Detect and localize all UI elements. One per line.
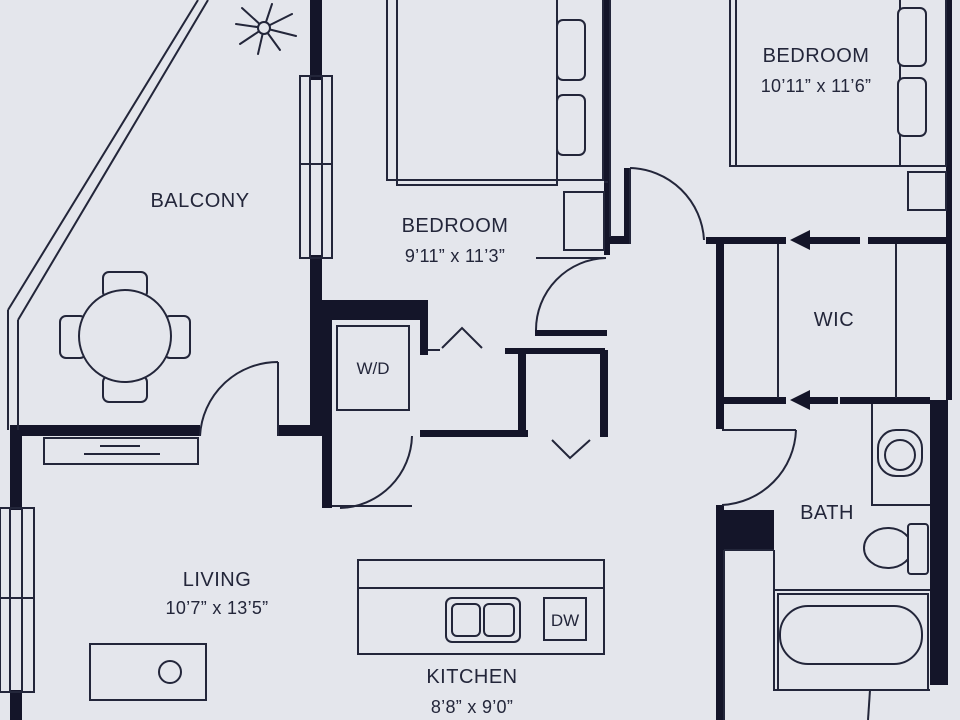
dining-table-icon [59, 271, 191, 403]
toilet-icon [863, 523, 929, 575]
washer-dryer-label: W/D [356, 359, 389, 378]
washer-dryer [336, 325, 410, 411]
wall-bedroom-west-lower [310, 255, 322, 430]
bedroom2-label: BEDROOM [763, 45, 870, 67]
wic-label: WIC [814, 309, 854, 331]
fireplace-icon [43, 437, 199, 465]
living-label: LIVING [183, 569, 252, 591]
side-table [89, 643, 207, 701]
kitchen-label: KITCHEN [426, 666, 517, 688]
wall-living-west [10, 425, 22, 510]
wall-hall-stub-1 [505, 348, 605, 354]
wall-closet-floor [420, 430, 528, 437]
sink-icon [445, 597, 521, 643]
window-living [0, 507, 35, 693]
wall-living-west-lower [10, 690, 22, 720]
window-bedroom [299, 75, 333, 259]
walls [10, 0, 952, 720]
door-balcony [199, 360, 279, 437]
balcony-label: BALCONY [150, 190, 249, 212]
wall-wic-bottom-right [840, 397, 930, 404]
bedroom2-size: 10’11” x 11’6” [761, 76, 872, 96]
living-size: 10’7” x 13’5” [166, 598, 269, 618]
wall-east-upper [946, 0, 952, 400]
door-bath [721, 429, 797, 506]
bedroom1-size: 9’11” x 11’3” [405, 246, 505, 266]
dishwasher [543, 597, 587, 641]
door-bedroom2 [629, 167, 705, 244]
wall-bath-block [722, 510, 774, 550]
closet-arrow-icon [790, 230, 860, 410]
wall-wic-bottom-left [716, 397, 786, 404]
kitchen-size: 8’8” x 9’0” [431, 697, 513, 717]
closet-chevron-2 [551, 439, 591, 460]
wall-bath-west-upper [716, 404, 724, 429]
dishwasher-label: DW [551, 611, 579, 630]
labels: BALCONY BEDROOM 9’11” x 11’3” BEDROOM 10… [150, 45, 871, 717]
wall-hall-stub-2 [535, 330, 607, 336]
doors [199, 167, 797, 509]
balcony-railing [7, 0, 209, 430]
fixtures [43, 0, 947, 701]
closet-chevron-1 [441, 326, 483, 349]
wall-laundry-stub [278, 425, 322, 436]
wall-east [930, 400, 948, 685]
plant-icon [235, 3, 297, 55]
wall-closet-right [600, 350, 608, 437]
wall-bedroom-west-upper [310, 0, 322, 80]
sink-icon [877, 429, 923, 477]
wall-laundry-east [420, 300, 428, 355]
door-laundry [332, 435, 413, 509]
wall-wic-west [716, 237, 724, 407]
wall-wic-top-right [868, 237, 948, 244]
wall-bedroom2-west [604, 0, 610, 255]
bed-icon [729, 0, 947, 211]
bed-icon [386, 0, 605, 251]
wall-laundry-top [310, 300, 428, 320]
wall-laundry-west [322, 320, 332, 508]
bathtub-icon [777, 593, 929, 691]
bedroom1-label: BEDROOM [402, 215, 509, 237]
wall-wic-top-left [706, 237, 786, 244]
wall-closet-side [518, 350, 526, 437]
wall-hall-nib [610, 236, 630, 244]
bath-label: BATH [800, 502, 854, 524]
wall-living-north [12, 425, 200, 436]
door-bedroom1 [535, 257, 607, 331]
wall-hall-nib-v [624, 168, 630, 244]
wall-bath-west [716, 505, 724, 720]
